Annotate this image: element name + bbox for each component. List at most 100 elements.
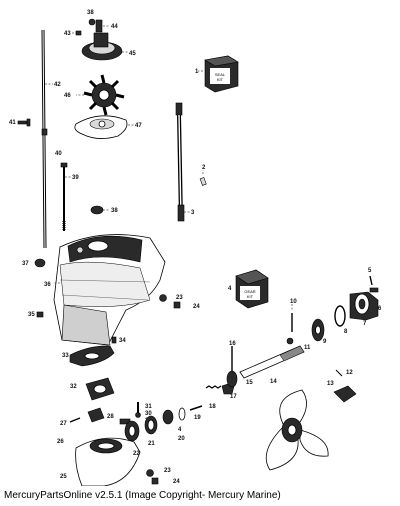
bearing-carrier-7[interactable]: 7 [349,291,379,327]
pin-16[interactable]: 16 [229,341,236,372]
svg-text:1: 1 [195,69,199,75]
spring-30[interactable]: 30 [135,411,153,418]
cotter-pin-12[interactable]: 12 [335,369,353,377]
gear-15[interactable]: 15 [226,370,253,388]
pin-27[interactable]: 27 [60,417,81,427]
svg-text:27: 27 [60,421,67,427]
pin-19[interactable]: 19 [189,405,203,421]
grommet-43[interactable]: 43 [64,30,82,37]
svg-text:10: 10 [290,299,297,305]
svg-text:43: 43 [64,31,71,37]
screw-24-upper[interactable]: 24 [173,301,200,310]
svg-text:38: 38 [87,10,94,16]
svg-text:38: 38 [111,208,118,214]
impeller-46[interactable]: 46 [64,74,125,116]
bushing-38[interactable]: 38 [90,205,118,215]
svg-text:5: 5 [368,268,372,274]
screw-35[interactable]: 35 [28,311,44,318]
propeller-shaft[interactable] [239,345,305,379]
svg-text:19: 19 [194,415,201,421]
svg-text:4: 4 [178,427,182,433]
svg-text:24: 24 [173,479,180,485]
svg-text:GEAR: GEAR [244,289,255,294]
gear-housing-36[interactable]: 36 [44,234,166,346]
propeller-14[interactable]: 14 [265,379,329,471]
svg-text:11: 11 [304,345,311,351]
svg-text:13: 13 [327,381,334,387]
svg-text:4: 4 [228,286,232,292]
key-2[interactable]: 2 [199,165,207,186]
svg-text:45: 45 [129,51,136,57]
washer-11[interactable]: 11 [286,337,311,351]
grommet-40-top[interactable] [41,128,48,136]
svg-text:21: 21 [148,441,155,447]
svg-text:23: 23 [176,295,183,301]
svg-text:KIT: KIT [217,77,224,82]
propeller-nut-13[interactable]: 13 [327,381,357,403]
o-ring-8[interactable]: 8 [334,305,348,335]
exploded-parts-diagram: 42 43 44 38 45 46 47 41 [9,10,382,486]
bearing-carrier-32[interactable]: 32 [70,377,115,401]
svg-text:18: 18 [209,404,216,410]
svg-text:2: 2 [202,165,206,171]
washer-23-upper[interactable]: 23 [159,294,184,302]
screw-5[interactable]: 5 [368,268,373,286]
shift-cam-28[interactable]: 28 [87,407,114,423]
screw-6[interactable]: 6 [369,287,382,312]
clutch-20[interactable]: 20 [162,409,185,442]
svg-text:14: 14 [270,379,277,385]
svg-text:46: 46 [64,93,71,99]
pin-31[interactable]: 31 [137,402,152,414]
ring-4-lower[interactable]: 4 [178,407,186,433]
svg-text:24: 24 [193,304,200,310]
svg-text:6: 6 [378,306,382,312]
bearing-22[interactable]: 22 [124,420,140,457]
svg-text:9: 9 [323,339,327,345]
spring-18[interactable]: 18 [205,385,222,410]
screw-41[interactable]: 41 [9,118,31,127]
svg-text:37: 37 [22,261,29,267]
pin-10[interactable]: 10 [290,299,297,332]
face-plate-47[interactable]: 47 [74,115,142,139]
svg-text:35: 35 [28,312,35,318]
gear-21[interactable]: 21 [144,415,158,447]
washer-23-lower[interactable]: 23 [146,468,172,477]
gasket-33[interactable]: 33 [62,345,115,367]
svg-text:SEAL: SEAL [215,72,226,77]
water-tube-42[interactable]: 42 [41,29,61,249]
svg-text:8: 8 [344,329,348,335]
svg-text:3: 3 [191,210,195,216]
water-pump-body-45[interactable]: 45 [81,32,136,61]
gear-kit-4[interactable]: GEAR KIT 4 [228,269,269,309]
svg-text:41: 41 [9,120,16,126]
svg-text:34: 34 [119,338,126,344]
svg-text:33: 33 [62,353,69,359]
drive-shaft-3[interactable]: 3 [175,102,195,222]
svg-text:40: 40 [55,151,62,157]
washer-34[interactable]: 34 [111,336,126,344]
screw-24-lower[interactable]: 24 [151,477,180,485]
svg-text:22: 22 [133,451,140,457]
svg-text:12: 12 [346,370,353,376]
svg-text:15: 15 [246,380,253,386]
svg-text:17: 17 [230,394,237,400]
plug-37[interactable]: 37 [22,258,46,268]
svg-text:42: 42 [54,82,61,88]
thrust-washer-9[interactable]: 9 [311,318,327,345]
svg-text:32: 32 [70,384,77,390]
seal-kit-1[interactable]: SEAL KIT 1 [195,55,239,93]
svg-text:7: 7 [363,321,367,327]
insert-38-top[interactable]: 38 [87,10,96,26]
svg-text:16: 16 [229,341,236,347]
image-caption: MercuryPartsOnline v2.5.1 (Image Copyrig… [4,490,281,501]
shift-shaft-39[interactable]: 39 40 [55,151,79,231]
svg-text:47: 47 [135,123,142,129]
svg-text:20: 20 [178,436,185,442]
gear-case-26[interactable]: 26 25 [57,437,141,486]
svg-text:44: 44 [111,24,118,30]
svg-text:26: 26 [57,439,64,445]
svg-text:25: 25 [60,474,67,480]
svg-text:30: 30 [145,411,152,417]
svg-text:23: 23 [164,468,171,474]
seal-44[interactable]: 44 [95,19,118,33]
